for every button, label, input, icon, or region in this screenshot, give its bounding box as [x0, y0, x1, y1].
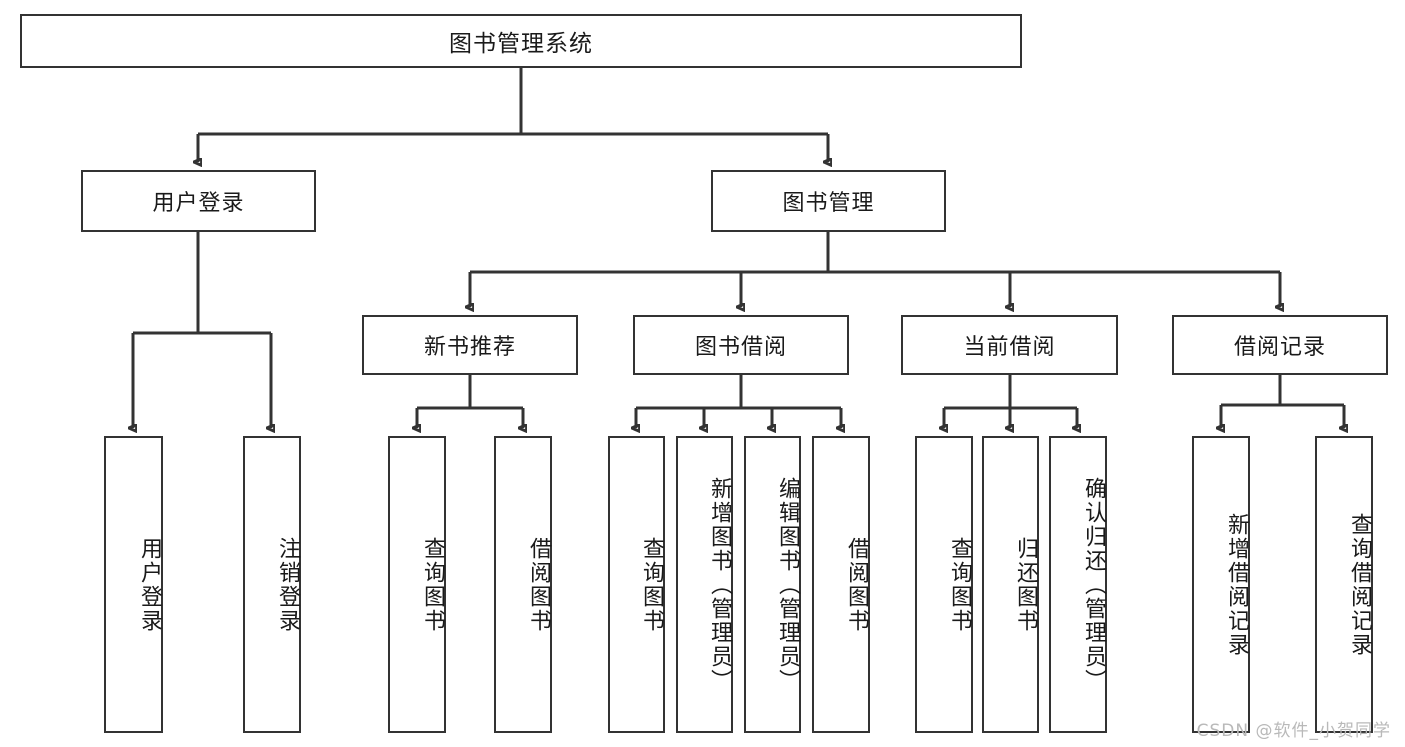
- node-book-borrow[interactable]: 图书借阅: [633, 315, 849, 375]
- leaf-user-login[interactable]: 用户登录: [104, 436, 163, 733]
- node-current-borrow[interactable]: 当前借阅: [901, 315, 1118, 375]
- leaf-record-add[interactable]: 新增借阅记录: [1192, 436, 1250, 733]
- node-book-borrow-label: 图书借阅: [694, 335, 787, 360]
- leaf-borrow-do-borrow-label: 借阅图书: [844, 536, 869, 633]
- node-root-label: 图书管理系统: [449, 31, 593, 57]
- node-borrow-record-label: 借阅记录: [1233, 335, 1326, 360]
- node-new-book-recommend[interactable]: 新书推荐: [362, 315, 578, 375]
- node-user-login[interactable]: 用户登录: [81, 170, 316, 232]
- leaf-current-return-book-label: 归还图书: [1013, 536, 1038, 633]
- node-root[interactable]: 图书管理系统: [20, 14, 1022, 68]
- leaf-borrow-edit-book[interactable]: 编辑图书（管理员）: [744, 436, 801, 733]
- leaf-user-logout-label: 注销登录: [275, 536, 300, 633]
- leaf-recommend-query-book-label: 查询图书: [420, 536, 445, 633]
- leaf-recommend-borrow-book-label: 借阅图书: [526, 536, 551, 633]
- leaf-borrow-query-book-label: 查询图书: [639, 536, 664, 633]
- leaf-current-confirm-return-label: 确认归还（管理员）: [1081, 476, 1106, 693]
- leaf-current-query-book-label: 查询图书: [947, 536, 972, 633]
- leaf-recommend-query-book[interactable]: 查询图书: [388, 436, 446, 733]
- leaf-record-query-label: 查询借阅记录: [1347, 512, 1372, 657]
- leaf-record-add-label: 新增借阅记录: [1224, 512, 1249, 657]
- watermark: CSDN @软件_小贺同学: [1196, 721, 1391, 741]
- leaf-borrow-do-borrow[interactable]: 借阅图书: [812, 436, 870, 733]
- leaf-current-confirm-return[interactable]: 确认归还（管理员）: [1049, 436, 1107, 733]
- node-book-admin-label: 图书管理: [782, 191, 875, 216]
- leaf-current-return-book[interactable]: 归还图书: [982, 436, 1039, 733]
- leaf-user-login-label: 用户登录: [137, 536, 162, 633]
- leaf-record-query[interactable]: 查询借阅记录: [1315, 436, 1373, 733]
- leaf-borrow-add-book-label: 新增图书（管理员）: [707, 476, 732, 693]
- node-current-borrow-label: 当前借阅: [963, 335, 1056, 360]
- node-book-admin[interactable]: 图书管理: [711, 170, 946, 232]
- leaf-borrow-edit-book-label: 编辑图书（管理员）: [775, 476, 800, 693]
- leaf-current-query-book[interactable]: 查询图书: [915, 436, 973, 733]
- node-user-login-label: 用户登录: [152, 191, 245, 216]
- leaf-user-logout[interactable]: 注销登录: [243, 436, 301, 733]
- node-borrow-record[interactable]: 借阅记录: [1172, 315, 1388, 375]
- leaf-borrow-add-book[interactable]: 新增图书（管理员）: [676, 436, 733, 733]
- leaf-borrow-query-book[interactable]: 查询图书: [608, 436, 665, 733]
- leaf-recommend-borrow-book[interactable]: 借阅图书: [494, 436, 552, 733]
- node-new-book-recommend-label: 新书推荐: [423, 335, 516, 360]
